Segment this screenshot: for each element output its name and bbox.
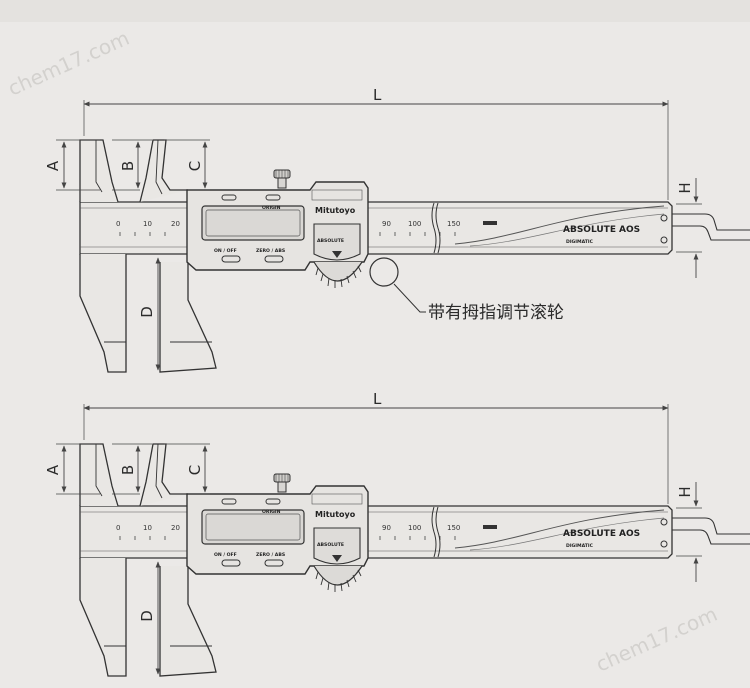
callout-leader: [393, 283, 426, 313]
tick-100: 100: [408, 524, 421, 532]
tick-20: 20: [171, 524, 180, 532]
top-band: [0, 0, 750, 22]
beam-digimatic-label: DIGIMATIC: [566, 543, 594, 549]
label-a: A: [44, 464, 62, 475]
label-h: H: [676, 182, 694, 193]
label-l: L: [373, 390, 382, 408]
callout-circle: [369, 257, 399, 287]
beam-aos-label: AOS: [619, 529, 640, 539]
beam-aos-label: AOS: [619, 225, 640, 235]
beam-digimatic-label: DIGIMATIC: [566, 239, 594, 245]
beam-absolute-label: ABSOLUTE: [563, 529, 616, 539]
origin-label: ORIGIN: [262, 509, 281, 515]
zero-abs-label: ZERO / ABS: [256, 248, 285, 254]
absolute-button-label: ABSOLUTE: [317, 238, 344, 244]
zero-abs-label: ZERO / ABS: [256, 552, 285, 558]
label-a: A: [44, 160, 62, 171]
watermark-top: chem17.com: [4, 26, 133, 101]
tick-90: 90: [382, 524, 391, 532]
tick-100: 100: [408, 220, 421, 228]
tick-150: 150: [447, 524, 460, 532]
label-h: H: [676, 486, 694, 497]
absolute-button-label: ABSOLUTE: [317, 542, 344, 548]
beam-absolute-label: ABSOLUTE: [563, 225, 616, 235]
label-d: D: [138, 610, 156, 622]
label-l: L: [373, 86, 382, 104]
callout-label: 带有拇指调节滚轮: [428, 303, 564, 323]
label-d: D: [138, 306, 156, 318]
label-c: C: [186, 161, 204, 171]
caliper-top: L A B C D H 0 10 20 90 100 150 ORIGIN Mi…: [44, 86, 750, 373]
label-b: B: [119, 161, 137, 171]
label-b: B: [119, 465, 137, 475]
tick-10: 10: [143, 220, 152, 228]
tick-10: 10: [143, 524, 152, 532]
tick-150: 150: [447, 220, 460, 228]
caliper-bottom: L A B C D H 0 10 20 90 100 150 ORIGIN Mi…: [44, 390, 750, 677]
brand-label: Mitutoyo: [315, 510, 356, 519]
caliper-drawing: [79, 139, 750, 373]
tick-0: 0: [116, 524, 120, 532]
label-c: C: [186, 465, 204, 475]
tick-0: 0: [116, 220, 120, 228]
on-off-label: ON / OFF: [214, 552, 237, 558]
tick-20: 20: [171, 220, 180, 228]
brand-label: Mitutoyo: [315, 206, 356, 215]
tick-90: 90: [382, 220, 391, 228]
watermark-bottom: chem17.com: [592, 602, 721, 677]
on-off-label: ON / OFF: [214, 248, 237, 254]
origin-label: ORIGIN: [262, 205, 281, 211]
